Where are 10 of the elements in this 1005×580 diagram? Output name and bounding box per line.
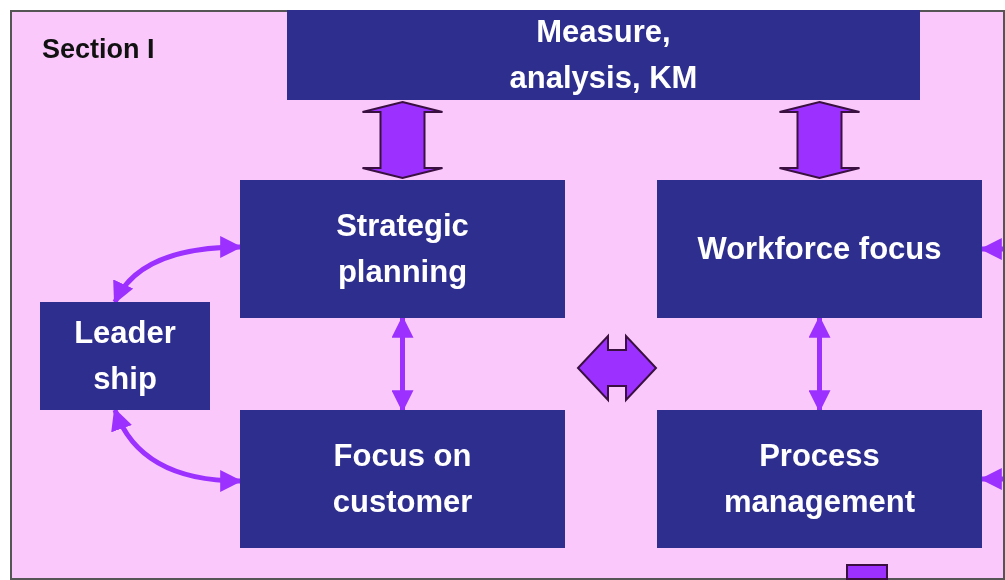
process-box: Process management [657, 410, 982, 548]
section-title: Section I [42, 34, 155, 65]
process-box: Workforce focus [657, 180, 982, 318]
process-box: Focus on customer [240, 410, 565, 548]
process-box: Leader ship [40, 302, 210, 410]
process-box: Strategic planning [240, 180, 565, 318]
block-arrow [778, 100, 861, 180]
process-box: Measure, analysis, KM [287, 10, 920, 100]
section-panel [10, 10, 1005, 580]
block-arrow [361, 100, 444, 180]
